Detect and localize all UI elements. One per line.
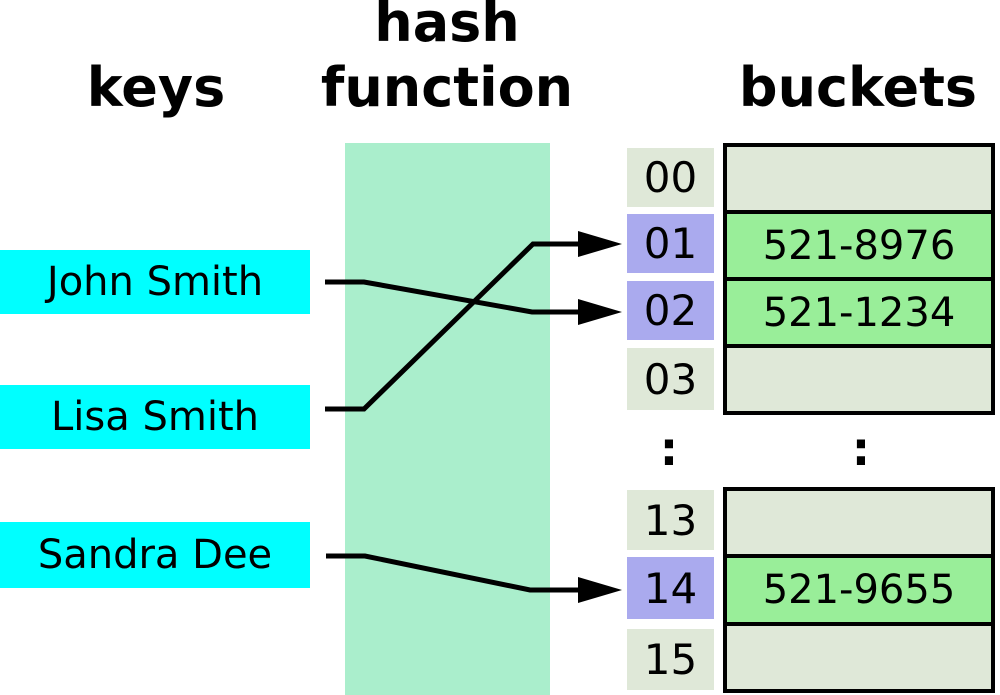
bucket-row-03 bbox=[727, 344, 991, 411]
arrowhead-icon bbox=[578, 231, 622, 257]
key-box-lisa-smith: Lisa Smith bbox=[0, 385, 310, 449]
key-label: Lisa Smith bbox=[51, 394, 259, 440]
arrowhead-icon bbox=[578, 577, 622, 603]
key-box-sandra-dee: Sandra Dee bbox=[0, 522, 310, 588]
bucket-ellipsis: : bbox=[851, 422, 871, 476]
key-label: John Smith bbox=[46, 259, 264, 305]
arrowhead-icon bbox=[578, 299, 622, 325]
index-label: 03 bbox=[643, 354, 698, 404]
index-cell-15: 15 bbox=[627, 629, 714, 690]
keys-header: keys bbox=[86, 56, 226, 119]
bucket-value: 521-9655 bbox=[762, 566, 956, 613]
bucket-row-13 bbox=[727, 491, 991, 555]
index-cell-00: 00 bbox=[627, 148, 714, 207]
index-label: 00 bbox=[643, 153, 698, 202]
bucket-row-02: 521-1234 bbox=[727, 277, 991, 344]
index-cell-14: 14 bbox=[627, 557, 714, 619]
bucket-box-top: 521-8976 521-1234 bbox=[723, 143, 995, 415]
bucket-value: 521-1234 bbox=[762, 289, 956, 336]
key-box-john-smith: John Smith bbox=[0, 250, 310, 314]
hash-function-box bbox=[345, 143, 550, 695]
index-label: 02 bbox=[643, 286, 698, 335]
bucket-box-bottom: 521-9655 bbox=[723, 487, 995, 693]
index-ellipsis: : bbox=[659, 422, 679, 476]
bucket-row-01: 521-8976 bbox=[727, 210, 991, 277]
index-label: 13 bbox=[643, 495, 698, 545]
key-label: Sandra Dee bbox=[37, 532, 273, 578]
index-cell-13: 13 bbox=[627, 490, 714, 550]
bucket-row-00 bbox=[727, 147, 991, 210]
index-cell-01: 01 bbox=[627, 214, 714, 273]
bucket-row-14: 521-9655 bbox=[727, 554, 991, 622]
index-label: 14 bbox=[643, 563, 698, 613]
index-cell-02: 02 bbox=[627, 281, 714, 340]
bucket-value: 521-8976 bbox=[762, 222, 956, 269]
hash-function-header-line1: hash bbox=[374, 0, 520, 54]
bucket-row-15 bbox=[727, 621, 991, 689]
index-label: 15 bbox=[643, 635, 698, 684]
index-label: 01 bbox=[643, 219, 698, 268]
buckets-header: buckets bbox=[738, 56, 978, 119]
hash-function-header-line2: function bbox=[320, 56, 574, 119]
index-cell-03: 03 bbox=[627, 348, 714, 410]
